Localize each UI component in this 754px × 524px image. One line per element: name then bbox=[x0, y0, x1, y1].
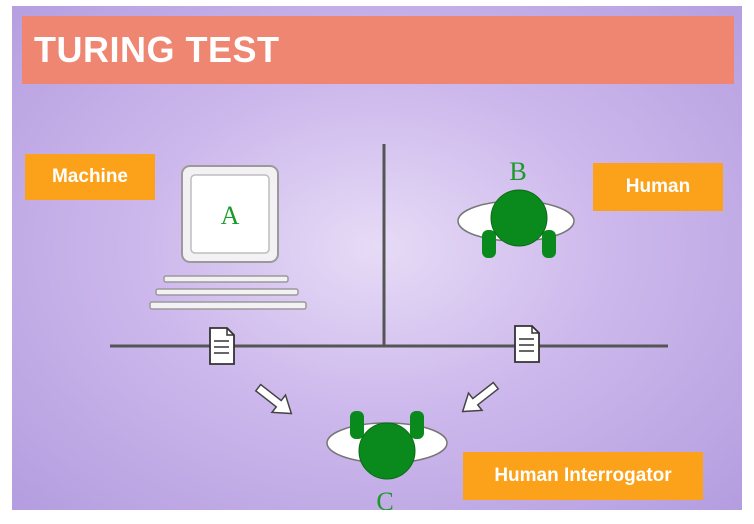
title-bar: TURING TEST bbox=[22, 16, 734, 84]
human-label: Human bbox=[593, 163, 723, 211]
interrogator-label: Human Interrogator bbox=[463, 452, 703, 500]
document-icon bbox=[514, 325, 540, 363]
arrow-icon bbox=[461, 381, 500, 413]
page-title: TURING TEST bbox=[34, 29, 280, 70]
marker-b: B bbox=[509, 157, 526, 186]
person-icon bbox=[326, 411, 448, 480]
computer-icon bbox=[149, 165, 307, 310]
marker-c: C bbox=[376, 487, 393, 510]
arrow-icon bbox=[254, 383, 293, 415]
machine-label: Machine bbox=[25, 154, 155, 200]
turing-test-slide: TURING TEST A B bbox=[12, 6, 742, 510]
marker-a: A bbox=[221, 201, 240, 230]
document-icon bbox=[209, 327, 235, 365]
diagram-canvas: A B bbox=[110, 144, 668, 510]
person-icon bbox=[457, 189, 575, 258]
